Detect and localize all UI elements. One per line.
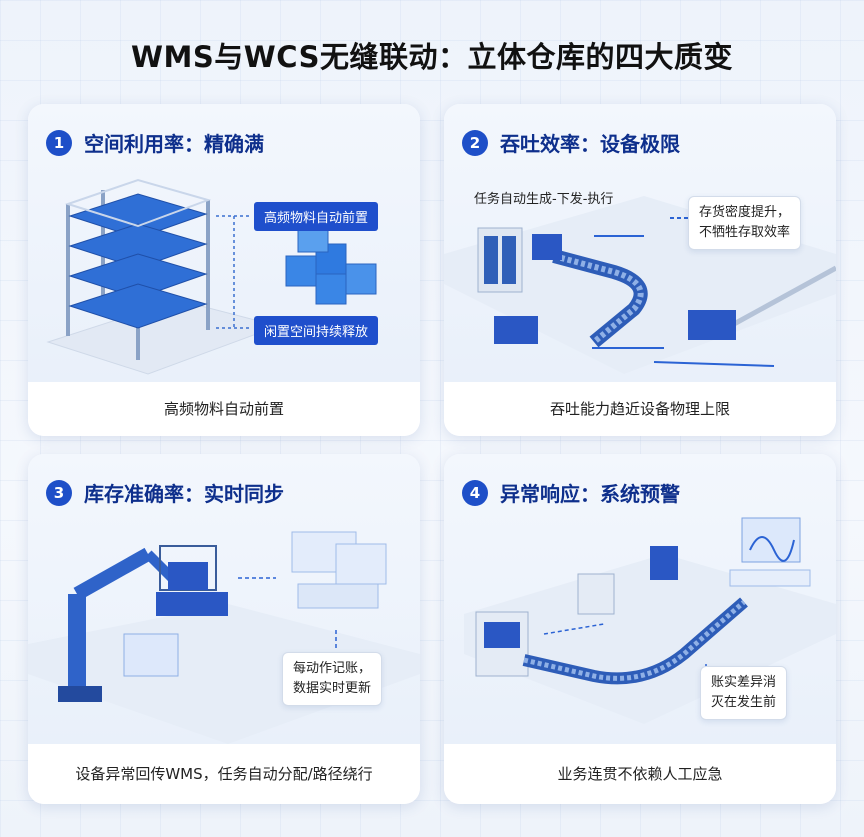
card-3-number: 3 xyxy=(46,479,72,506)
card-3-note: 每动作记账， 数据实时更新 xyxy=(282,652,383,706)
monitoring-illustration xyxy=(464,517,836,724)
card-2-heading: 吞吐效率：设备极限 xyxy=(500,132,680,156)
card-1-header: 1 空间利用率：精确满 xyxy=(46,128,264,157)
card-1-number: 1 xyxy=(46,129,72,156)
card-3-heading: 库存准确率：实时同步 xyxy=(84,482,284,506)
card-inventory-accuracy: 3 库存准确率：实时同步 每动作记账， 数据实时更新 设备异常回传WMS，任务自… xyxy=(28,454,420,804)
card-4-header: 4 异常响应：系统预警 xyxy=(462,478,680,507)
card-throughput: 2 吞吐效率：设备极限 任务自动生成-下发-执行 存货密度提升， 不牺牲存取效率… xyxy=(444,104,836,436)
tag-high-frequency: 高频物料自动前置 xyxy=(254,202,379,231)
card-space-utilization: 1 空间利用率：精确满 高频物料自动前置 闲置空间持续释放 高频物料自动前置 xyxy=(28,104,420,436)
card-1-scene: 1 空间利用率：精确满 高频物料自动前置 闲置空间持续释放 xyxy=(28,104,420,382)
card-3-scene: 3 库存准确率：实时同步 每动作记账， 数据实时更新 xyxy=(28,454,420,744)
card-1-footer: 高频物料自动前置 xyxy=(28,382,420,436)
card-4-note: 账实差异消 灭在发生前 xyxy=(700,666,788,720)
card-4-heading: 异常响应：系统预警 xyxy=(500,482,680,506)
card-4-footer: 业务连贯不依赖人工应急 xyxy=(444,744,836,804)
card-4-note-line-1: 账实差异消 xyxy=(711,675,777,690)
task-flow-label: 任务自动生成-下发-执行 xyxy=(474,192,614,207)
card-2-scene: 2 吞吐效率：设备极限 任务自动生成-下发-执行 存货密度提升， 不牺牲存取效率 xyxy=(444,104,836,382)
robot-arm-illustration xyxy=(28,531,420,744)
card-2-header: 2 吞吐效率：设备极限 xyxy=(462,128,680,157)
card-3-header: 3 库存准确率：实时同步 xyxy=(46,478,284,507)
card-3-note-line-1: 每动作记账， xyxy=(293,661,372,676)
card-4-scene: 4 异常响应：系统预警 账实差异消 灭在发生前 xyxy=(444,454,836,744)
card-2-number: 2 xyxy=(462,129,488,156)
page-title: WMS与WCS无缝联动：立体仓库的四大质变 xyxy=(131,40,733,74)
card-1-heading: 空间利用率：精确满 xyxy=(84,132,264,156)
card-4-note-line-2: 灭在发生前 xyxy=(711,695,777,710)
card-3-note-line-2: 数据实时更新 xyxy=(293,681,372,696)
card-4-number: 4 xyxy=(462,479,488,506)
card-2-footer: 吞吐能力趋近设备物理上限 xyxy=(444,382,836,436)
card-exception-response: 4 异常响应：系统预警 账实差异消 灭在发生前 业务连贯不依赖人工应急 xyxy=(444,454,836,804)
card-2-note: 存货密度提升， 不牺牲存取效率 xyxy=(688,196,802,250)
card-3-footer: 设备异常回传WMS，任务自动分配/路径绕行 xyxy=(28,744,420,804)
card-2-note-line-2: 不牺牲存取效率 xyxy=(699,225,791,240)
tag-free-space: 闲置空间持续释放 xyxy=(254,316,379,345)
card-2-note-line-1: 存货密度提升， xyxy=(699,205,791,220)
